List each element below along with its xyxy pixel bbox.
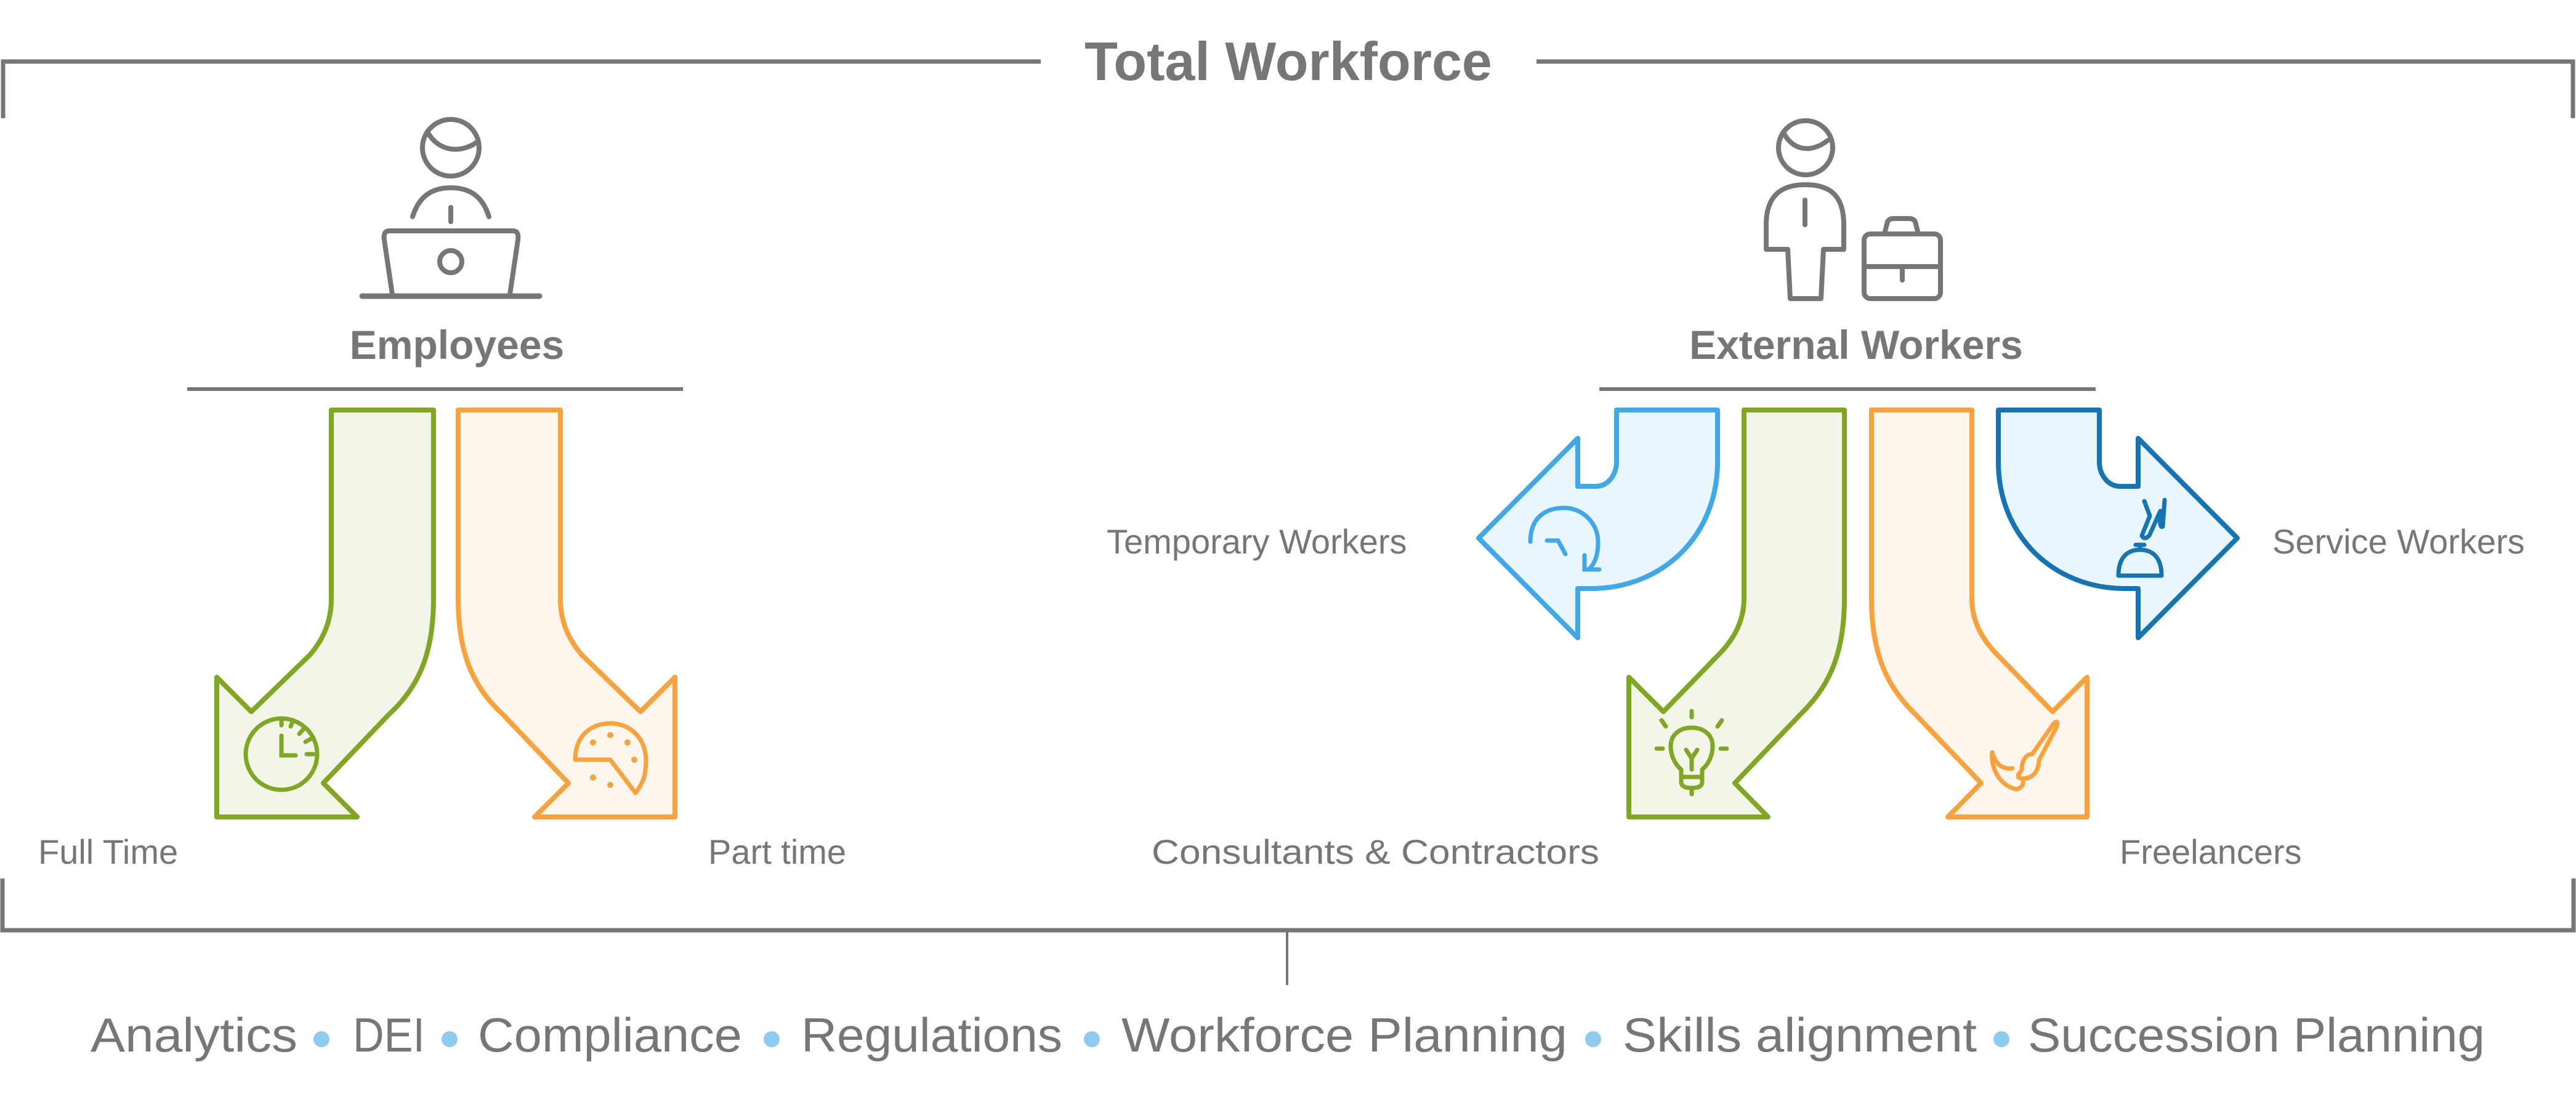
- arrow-freelancers: [1869, 408, 2089, 819]
- group-label-external-workers: External Workers: [1689, 322, 2023, 368]
- service-bell-icon: [2116, 497, 2167, 578]
- lightbulb-icon: [1654, 709, 1729, 797]
- bullet-dot-icon: [1084, 1031, 1100, 1047]
- group-label-employees: Employees: [350, 322, 565, 368]
- employee-laptop-icon: [359, 117, 543, 299]
- label-part-time: Part time: [708, 832, 846, 871]
- pie-clock-icon: [573, 721, 648, 795]
- label-consultants-contractors: Consultants & Contractors: [1152, 832, 1599, 871]
- tag-item: Analytics: [91, 1008, 297, 1062]
- arrow-full-time: [214, 408, 436, 819]
- tag-item: Skills alignment: [1623, 1008, 1977, 1062]
- bullet-dot-icon: [442, 1031, 458, 1047]
- label-freelancers: Freelancers: [2120, 832, 2302, 871]
- arrow-service-workers: [1996, 408, 2240, 640]
- bullet-dot-icon: [1993, 1031, 2009, 1047]
- bullet-dot-icon: [1585, 1031, 1601, 1047]
- arrow-consultants-contractors: [1626, 408, 1847, 819]
- tag-item: DEI: [353, 1008, 425, 1062]
- tag-item: Compliance: [478, 1008, 742, 1062]
- paintbrush-icon: [1990, 720, 2060, 792]
- bottom-bracket: [0, 879, 2576, 933]
- timer-icon: [1528, 505, 1602, 572]
- label-service-workers: Service Workers: [2272, 522, 2525, 561]
- bullet-dot-icon: [313, 1031, 329, 1047]
- tag-item: Workforce Planning: [1121, 1008, 1567, 1062]
- clock-icon: [243, 716, 320, 792]
- tag-item: Regulations: [801, 1008, 1062, 1062]
- bullet-dot-icon: [764, 1031, 780, 1047]
- diagram-title: Total Workforce: [1084, 31, 1492, 92]
- top-bracket: [1, 59, 2575, 118]
- label-temporary-workers: Temporary Workers: [1107, 522, 1407, 561]
- arrow-part-time: [456, 408, 677, 819]
- arrow-temporary-workers: [1476, 408, 1720, 640]
- governance-tags: Analytics DEI Compliance Regulations Workfor…: [91, 1008, 2485, 1062]
- tag-item: Succession Planning: [2028, 1008, 2485, 1062]
- label-full-time: Full Time: [38, 832, 178, 871]
- external-worker-briefcase-icon: [1764, 118, 1943, 301]
